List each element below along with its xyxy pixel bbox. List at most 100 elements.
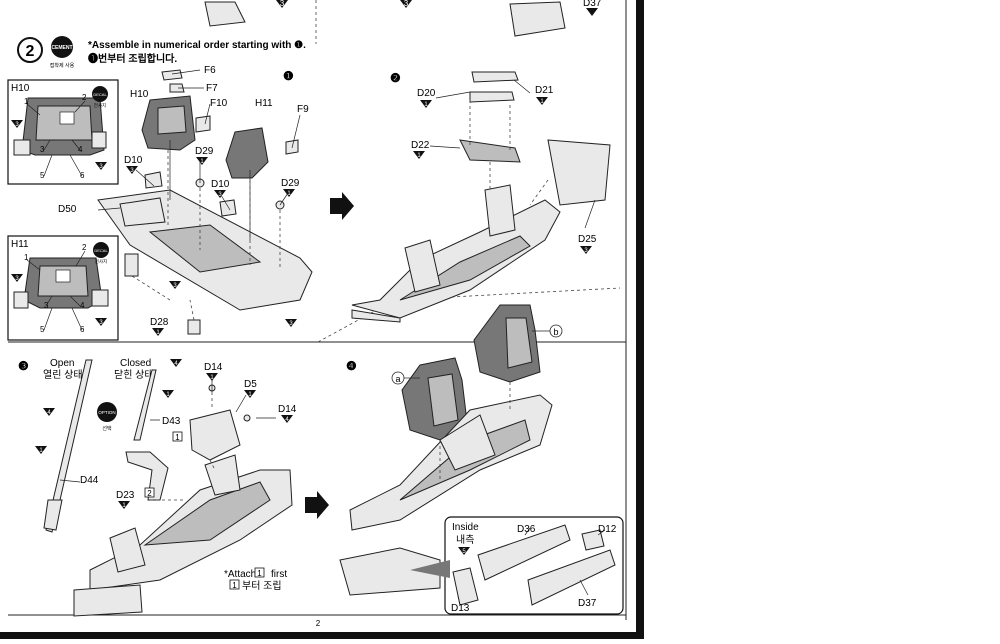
svg-text:OPTION: OPTION [98, 410, 115, 415]
svg-text:DECAL: DECAL [93, 92, 107, 97]
inside-label-kr: 내측 [456, 534, 474, 546]
sheet-edge [636, 0, 644, 639]
svg-text:4: 4 [285, 417, 289, 423]
svg-text:DECAL: DECAL [94, 248, 108, 253]
decal-icon: DECAL 전사지 [92, 86, 108, 109]
instruction-text-kr: ❶번부터 조립합니다. [88, 52, 177, 65]
part-label: D21 [535, 85, 554, 96]
svg-text:3: 3 [289, 321, 293, 327]
open-label-kr: 열린 상태 [43, 369, 83, 381]
blank-area [644, 0, 1000, 639]
attach-note: *Attach first [224, 569, 287, 580]
seat-a-label: a [395, 374, 400, 384]
step-number-circle [17, 37, 43, 63]
part-label: D22 [411, 140, 430, 151]
svg-text:1: 1 [200, 159, 204, 165]
attach-note-kr: 부터 조립 [242, 579, 282, 592]
part-label: D43 [162, 416, 181, 427]
h11-inset: H11 DECAL 전사지 1 2 3 4 5 6 3 3 [7, 235, 119, 341]
svg-text:4: 4 [174, 361, 178, 367]
svg-text:3: 3 [130, 168, 134, 174]
inside-label: Inside [452, 522, 479, 533]
svg-text:3: 3 [584, 248, 588, 254]
svg-text:4: 4 [47, 410, 51, 416]
sheet-bottom-edge [0, 632, 640, 639]
svg-text:3: 3 [99, 320, 103, 326]
inset-title: H11 [11, 239, 29, 250]
part-label: D14 [204, 362, 223, 373]
svg-text:3: 3 [280, 0, 285, 8]
part-label: F10 [210, 98, 228, 109]
part-label: H11 [255, 98, 273, 109]
part-label: D14 [278, 404, 297, 415]
part-label: D28 [150, 317, 169, 328]
svg-text:전사지: 전사지 [94, 102, 106, 109]
closed-label-kr: 닫힌 상태 [114, 369, 154, 381]
part-label: H10 [130, 89, 149, 100]
callout: 2 [82, 243, 87, 252]
step-number: 2 [26, 43, 35, 60]
svg-text:3: 3 [15, 122, 19, 128]
part-label: F7 [206, 83, 218, 94]
instruction-drawing: 3 3 D37 2 CEMENT 접착제 사용 *Assemble in num… [7, 0, 627, 628]
part-label: D5 [244, 379, 257, 390]
callout: 1 [24, 97, 29, 106]
boxed-step-ref: 1 [175, 433, 180, 442]
svg-text:3: 3 [99, 164, 103, 170]
svg-text:1: 1 [287, 191, 291, 197]
svg-text:선택: 선택 [102, 425, 112, 432]
part-label: D37 [583, 0, 602, 9]
page-number: 2 [316, 619, 321, 628]
closed-label: Closed [120, 358, 151, 369]
svg-text:1: 1 [417, 153, 421, 159]
svg-text:5: 5 [462, 549, 466, 555]
svg-text:1: 1 [156, 330, 160, 336]
cement-icon: CEMENT 접착제 사용 [50, 36, 75, 69]
part-label: F9 [297, 104, 309, 115]
part-label: D25 [578, 234, 597, 245]
sub-step-number: ❶ [283, 69, 294, 83]
svg-text:전사지: 전사지 [95, 258, 107, 265]
svg-text:3: 3 [218, 192, 222, 198]
part-label: D44 [80, 475, 99, 486]
part-label: D36 [517, 524, 536, 535]
svg-text:1: 1 [166, 392, 170, 398]
svg-text:접착제 사용: 접착제 사용 [50, 62, 75, 69]
svg-text:3: 3 [15, 276, 19, 282]
part-label: D10 [124, 155, 143, 166]
boxed-step-ref: 2 [147, 489, 152, 498]
sub-step-1: ❶ F6 F7 F10 H10 H11 F9 D10 D29 D10 D29 D… [58, 65, 313, 336]
inside-detail-box: Inside 내측 5 D36 D12 D13 D37 [410, 516, 624, 615]
sub-step-number: ❹ [346, 359, 357, 373]
seat-b-label: b [553, 327, 558, 337]
svg-text:1: 1 [39, 448, 43, 454]
svg-text:1: 1 [424, 102, 428, 108]
step-header: 2 CEMENT 접착제 사용 *Assemble in numerical o… [17, 36, 306, 69]
part-label: D50 [58, 204, 77, 215]
svg-text:3: 3 [173, 283, 177, 289]
callout: 3 [40, 145, 45, 154]
decal-ref-marker: 3 [400, 0, 412, 8]
svg-text:1: 1 [122, 503, 126, 509]
top-strip: 3 3 D37 [204, 0, 602, 44]
sub-step-3: ❸ Open 열린 상태 Closed 닫힌 상태 OPTION 선택 1 2 … [18, 358, 297, 617]
option-icon: OPTION 선택 [97, 402, 117, 432]
callout: 4 [80, 301, 85, 310]
sequence-arrow-icon [330, 192, 354, 220]
part-label: D20 [417, 88, 436, 99]
part-label: D29 [281, 178, 300, 189]
svg-text:3: 3 [404, 0, 409, 8]
part-label: D37 [578, 598, 597, 609]
decal-ref-marker: 3 [276, 0, 288, 8]
h10-inset: H10 DECAL 전사지 1 2 3 4 5 6 3 3 [7, 79, 119, 185]
part-label: D10 [211, 179, 230, 190]
callout: 5 [40, 325, 45, 334]
inset-title: H10 [11, 83, 30, 94]
boxed-step-ref: 1 [257, 569, 262, 578]
part-label: D13 [451, 603, 470, 614]
sub-step-number: ❷ [390, 71, 401, 85]
instruction-text-en: *Assemble in numerical order starting wi… [88, 40, 306, 51]
part-label: D29 [195, 146, 214, 157]
sequence-arrow-icon [305, 491, 329, 519]
part-label: D23 [116, 490, 135, 501]
